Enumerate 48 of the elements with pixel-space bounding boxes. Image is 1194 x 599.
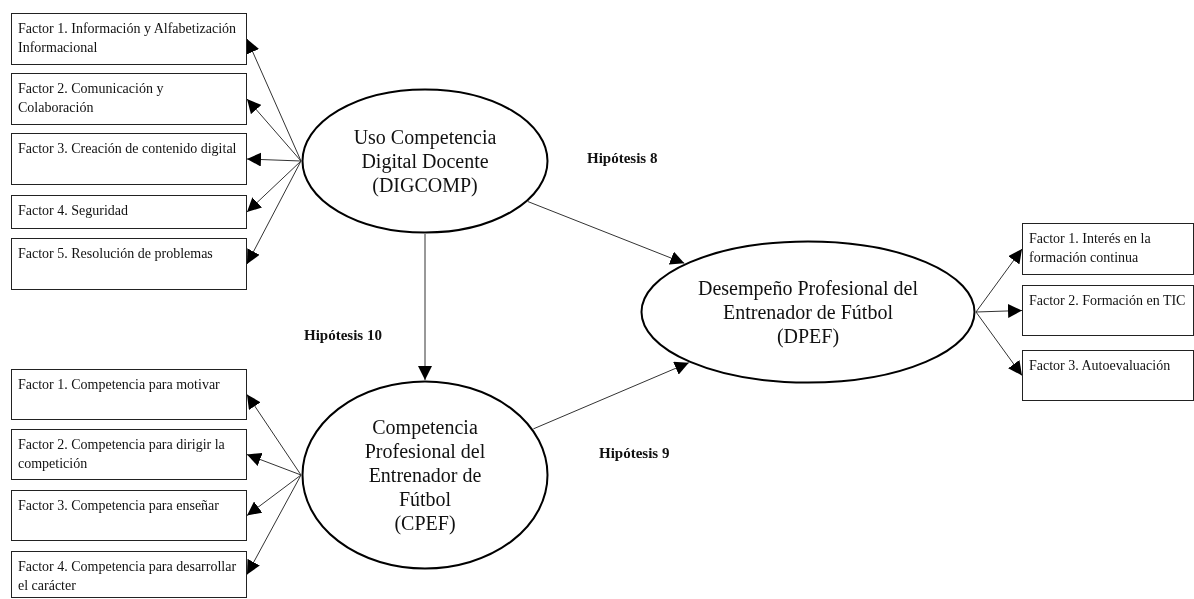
factor-label: Factor 1. Interés en la formación continua xyxy=(1029,230,1152,267)
construct-label: (CPEF) xyxy=(393,511,457,535)
factor-label: Factor 4. Competencia para desarrollar el carácter xyxy=(18,558,238,595)
factor-box xyxy=(11,369,247,420)
arrow xyxy=(532,361,690,430)
arrow xyxy=(246,160,302,265)
factor-box xyxy=(11,238,247,290)
factor-box xyxy=(11,133,247,185)
factor-box xyxy=(1022,350,1194,401)
factor-label: Factor 5. Resolución de problemas xyxy=(18,245,214,263)
edge-label: Hipótesis 8 xyxy=(585,150,660,167)
factor-box xyxy=(11,429,247,480)
construct-label: (DPEF) xyxy=(775,324,841,348)
arrow xyxy=(975,248,1023,313)
arrow xyxy=(975,303,1023,318)
factor-box xyxy=(11,551,247,598)
arrow xyxy=(246,474,302,516)
arrow xyxy=(246,38,302,162)
arrow xyxy=(246,394,302,476)
edge-label: Hipótesis 9 xyxy=(597,445,672,462)
factor-label: Factor 1. Competencia para motivar xyxy=(18,376,221,394)
arrow xyxy=(527,201,685,265)
arrow xyxy=(975,311,1023,376)
factor-label: Factor 2. Competencia para dirigir la competición xyxy=(18,436,226,473)
arrow xyxy=(246,474,302,575)
construct-label: Desempeño Profesional del Entrenador de Fútbol xyxy=(697,276,919,324)
construct-label: Competencia Profesional del Entrenador de Fútbol xyxy=(363,415,487,511)
factor-box xyxy=(11,73,247,125)
factor-label: Factor 2. Comunicación y Colaboración xyxy=(18,80,165,117)
factor-label: Factor 2. Formación en TIC xyxy=(1029,292,1187,310)
factor-label: Factor 4. Seguridad xyxy=(18,202,130,220)
factor-label: Factor 3. Autoevaluación xyxy=(1029,357,1172,375)
factor-box xyxy=(11,13,247,65)
arrow xyxy=(418,233,432,381)
factor-box xyxy=(1022,223,1194,275)
arrow xyxy=(246,452,302,476)
factor-label: Factor 3. Competencia para enseñar xyxy=(18,497,220,515)
factor-box xyxy=(1022,285,1194,336)
factor-label: Factor 3. Creación de contenido digital xyxy=(18,140,238,158)
arrow xyxy=(246,152,302,167)
factor-label: Factor 1. Información y Alfabetización Informacional xyxy=(18,20,238,57)
arrow xyxy=(246,98,302,162)
factor-box xyxy=(11,195,247,229)
edge-label: Hipótesis 10 xyxy=(302,327,384,344)
factor-box xyxy=(11,490,247,541)
construct-label: Uso Competencia Digital Docente xyxy=(352,125,498,173)
construct-label: (DIGCOMP) xyxy=(371,173,479,197)
arrow xyxy=(246,160,302,213)
